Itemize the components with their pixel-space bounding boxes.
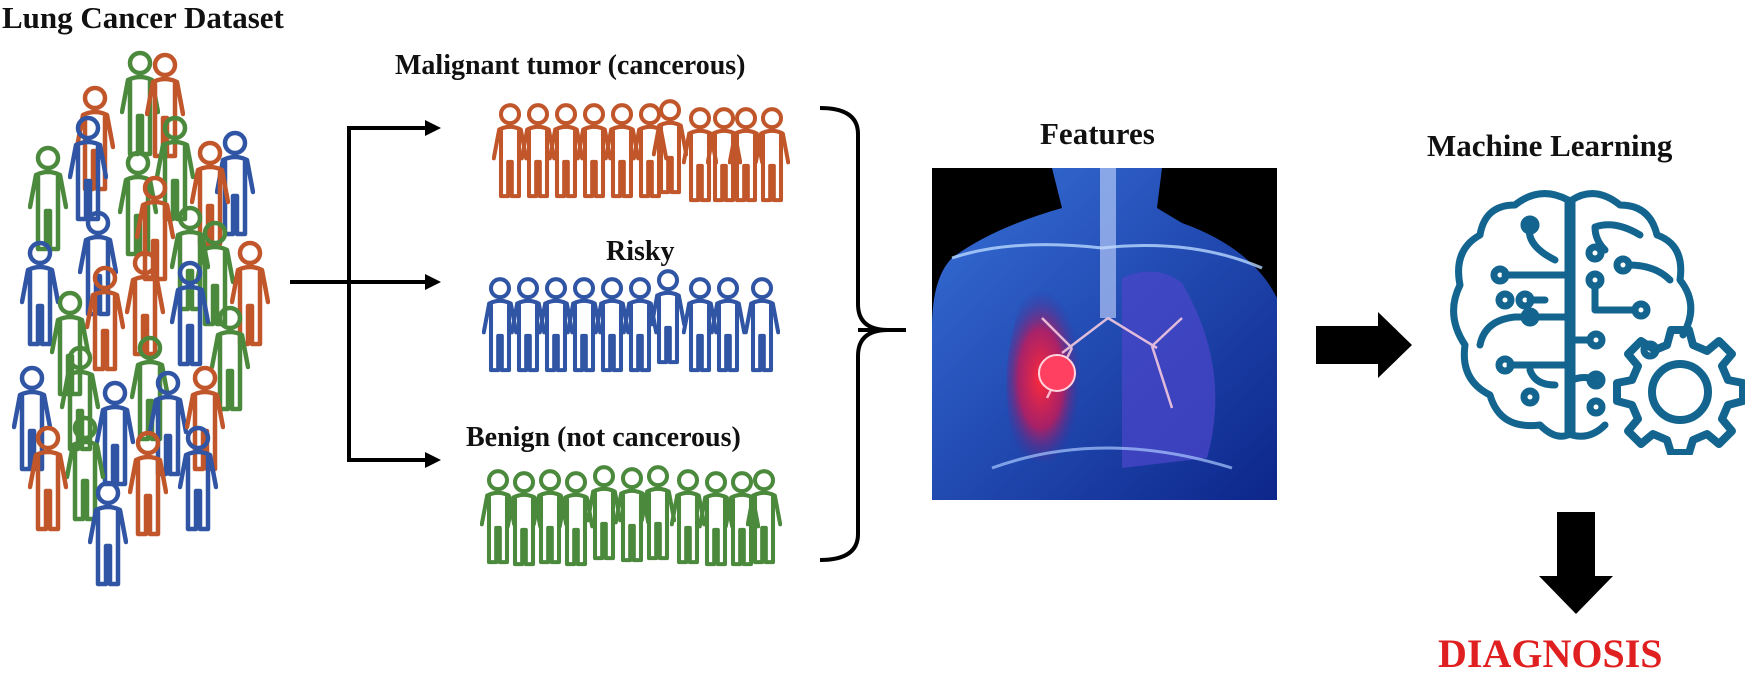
lung-xray-image [932, 168, 1277, 500]
class-label-risky: Risky [606, 236, 675, 267]
class-label-malignant: Malignant tumor (cancerous) [395, 50, 746, 81]
features-title: Features [1040, 116, 1155, 151]
class-label-benign: Benign (not cancerous) [466, 422, 741, 453]
down-arrow-icon [1539, 512, 1613, 614]
diagnosis-label: DIAGNOSIS [1438, 631, 1663, 676]
brain-circuit-icon [1450, 190, 1745, 455]
grouping-bracket-icon [819, 106, 906, 562]
malignant-group-icon [492, 98, 822, 208]
right-arrow-icon [1316, 312, 1412, 378]
ml-title: Machine Learning [1427, 128, 1673, 163]
benign-group-icon [480, 462, 810, 574]
branch-arrows-icon [290, 120, 441, 468]
dataset-crowd-icon [0, 40, 290, 640]
risky-group-icon [482, 268, 812, 380]
dataset-title: Lung Cancer Dataset [2, 0, 284, 35]
